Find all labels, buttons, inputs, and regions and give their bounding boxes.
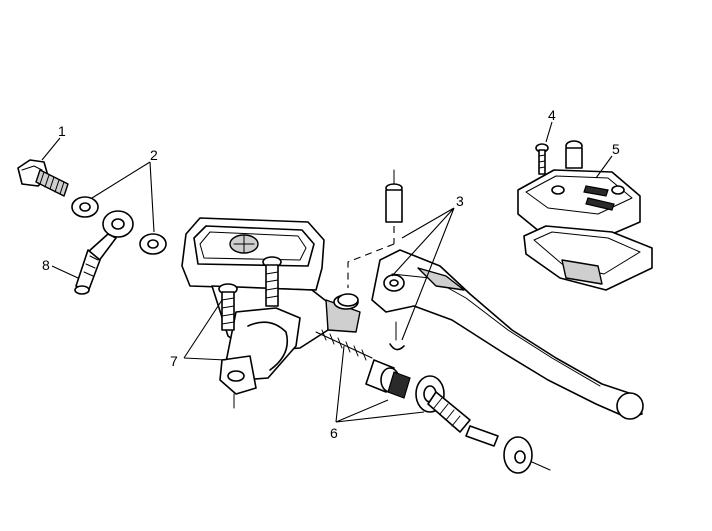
part-piston-assembly <box>315 329 551 474</box>
part-clamp-screws <box>218 256 282 409</box>
callout-2: 2 <box>150 147 158 163</box>
part-master-cylinder-body <box>181 217 361 395</box>
part-reservoir-cover <box>517 140 653 291</box>
callout-labels: 1 2 3 4 5 6 7 8 <box>42 107 620 441</box>
part-hose-fitting <box>74 210 134 295</box>
callout-6: 6 <box>330 425 338 441</box>
part-washers <box>71 196 167 255</box>
callout-1: 1 <box>58 123 66 139</box>
part-brake-lever <box>337 169 644 420</box>
leader-lines <box>41 121 613 423</box>
callout-4: 4 <box>548 107 556 123</box>
callout-3: 3 <box>456 193 464 209</box>
part-banjo-bolt <box>17 159 69 197</box>
callout-7: 7 <box>170 353 178 369</box>
callout-8: 8 <box>42 257 50 273</box>
callout-5: 5 <box>612 141 620 157</box>
